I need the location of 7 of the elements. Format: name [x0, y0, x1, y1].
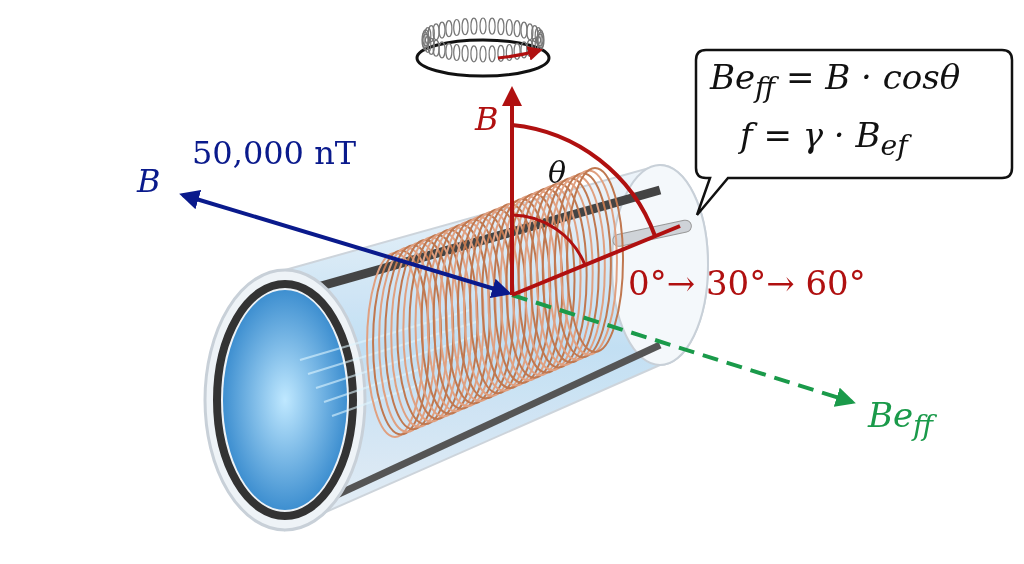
- vector-label: B: [475, 103, 499, 135]
- angle-label: θ: [548, 158, 567, 188]
- field-strength-label: 50,000 nT: [192, 137, 357, 169]
- angle-sequence-label: 0°→ 30°→ 60°: [628, 266, 866, 300]
- vector-label: B: [137, 165, 161, 197]
- callout-bubble: [694, 48, 1014, 218]
- formula-text: Be$_{ff}$ = B · cosθ: [710, 60, 961, 103]
